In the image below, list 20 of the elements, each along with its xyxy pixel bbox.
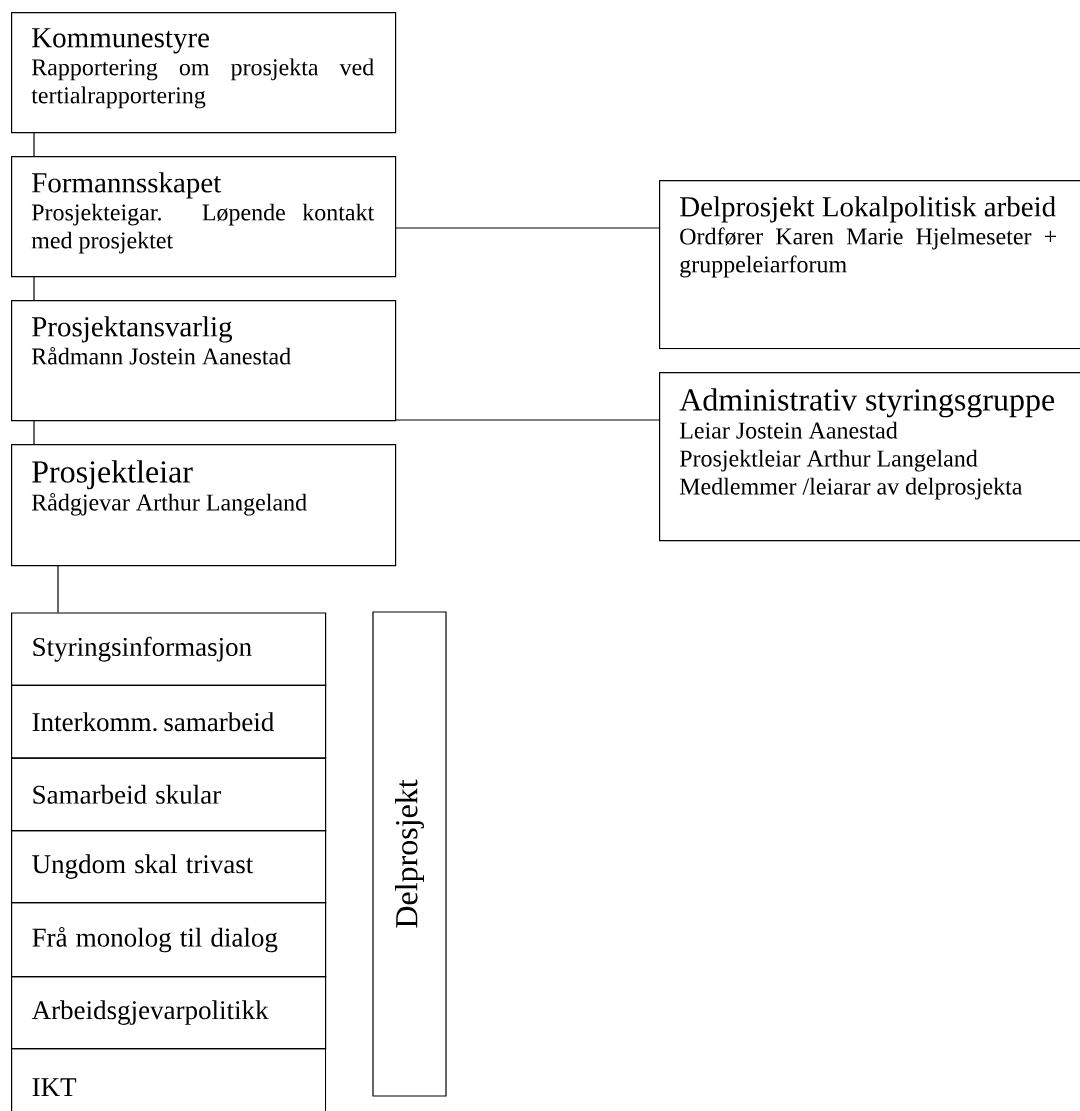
connector-line [57, 564, 59, 613]
subproject-row: Samarbeid skular [11, 757, 327, 832]
connector-line [33, 419, 35, 445]
org-box: Kommunestyre Rapportering om prosjekta ved tertialrapportering [11, 12, 397, 134]
connector-line [394, 419, 660, 421]
connector-line [33, 131, 35, 157]
subproject-row: Interkomm. samarbeid [11, 684, 327, 759]
org-box: Delprosjekt Lokalpolitisk arbeid Ordfører Karen Marie Hjelmeseter + gruppeleiarforum [659, 180, 1080, 350]
subproject-row: IKT [11, 1048, 327, 1111]
subproject-row: Frå monolog til dialog [11, 902, 327, 978]
org-box: Formannsskapet Prosjekteigar. Løpende kontakt med prosjektet [11, 156, 397, 278]
subproject-row: Ungdom skal trivast [11, 830, 327, 904]
org-box: Prosjektleiar Rådgjevar Arthur Langeland [11, 444, 397, 567]
org-box: Administrativ styringsgruppe Leiar Jostein Aanestad Prosjektleiar Arthur Langeland Medlemmer /leiarar av delprosjekta [659, 372, 1080, 542]
connector-line [394, 227, 660, 229]
subproject-row: Arbeidsgjevarpolitikk [11, 976, 327, 1050]
connector-line [33, 275, 35, 301]
org-box: Prosjektansvarlig Rådmann Jostein Aanestad [11, 300, 397, 422]
vertical-label-box: Delprosjekt [372, 611, 447, 1097]
subproject-row: Styringsinformasjon [11, 612, 327, 686]
